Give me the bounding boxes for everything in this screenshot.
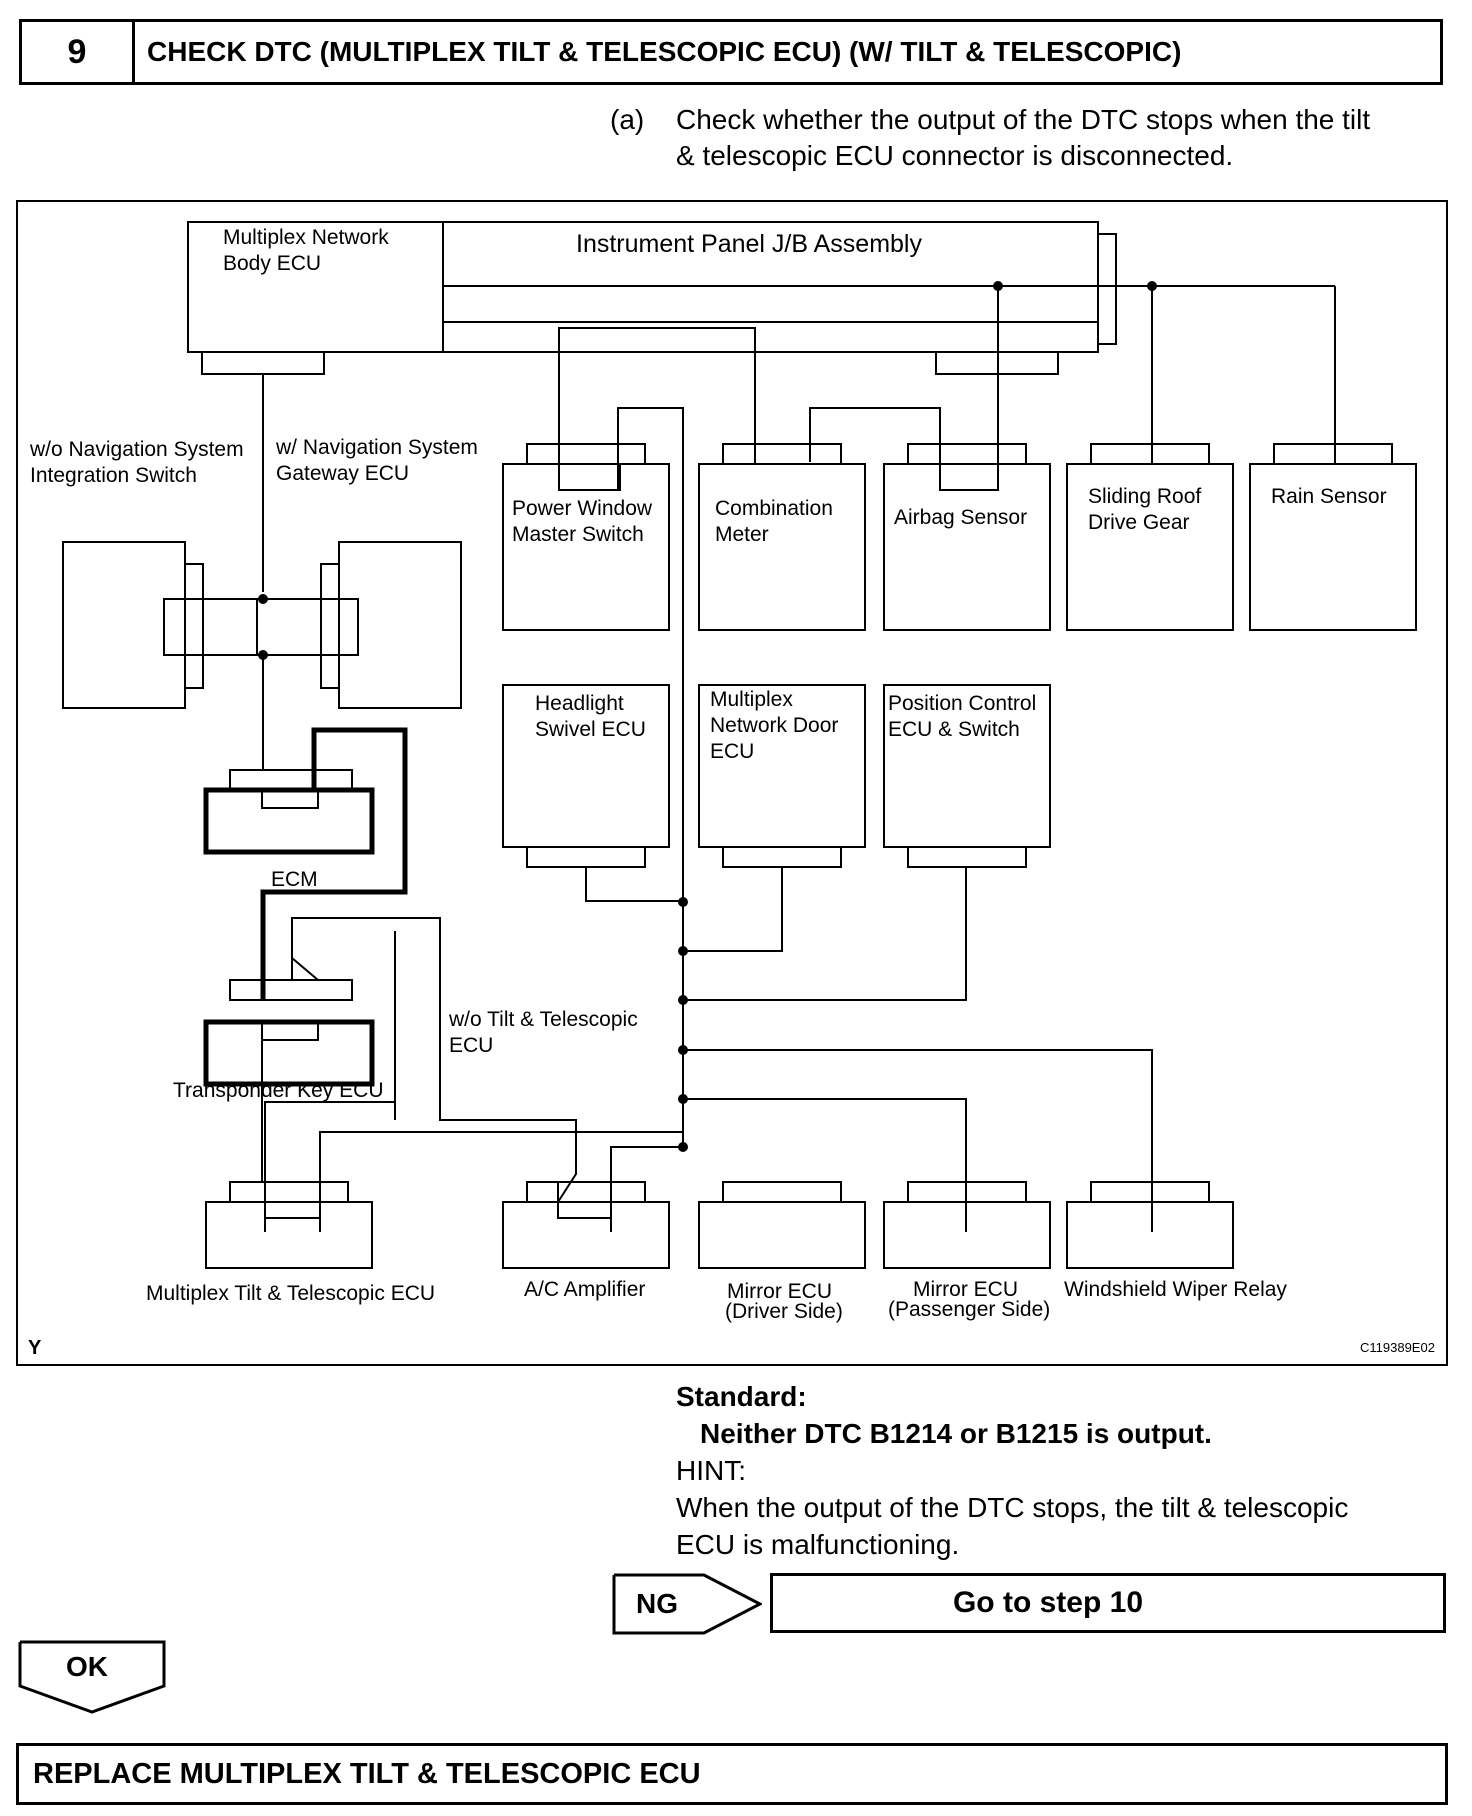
goto-step-label: Go to step 10 [952,1586,1144,1619]
transponder-label: Transponder Key ECU [173,1079,383,1102]
ecm-block [203,769,375,855]
mirror-pass-label-1: Mirror ECU [913,1278,1018,1301]
body-ecu-label-1: Multiplex Network [223,226,389,249]
wiring-diagram-svg: Multiplex Network Body ECU Instrument Pa… [28,221,1435,1359]
combination-label-2: Meter [715,523,769,546]
power-window-label-2: Master Switch [512,523,644,546]
mirror-ecu-driver [698,1181,866,1269]
w-nav-label-1: w/ Navigation System [275,436,478,459]
instruction-line-2: & telescopic ECU connector is disconnect… [676,140,1234,171]
ng-arrow-shape: NG [612,1573,764,1635]
body-ecu-label-2: Body ECU [223,252,321,275]
mirror-driver-label-1: Mirror ECU [727,1280,832,1303]
airbag-sensor [883,443,1051,631]
door-ecu-label-1: Multiplex [710,688,793,711]
headlight-label-1: Headlight [535,692,624,715]
step-title: CHECK DTC (MULTIPLEX TILT & TELESCOPIC E… [147,36,1182,67]
ok-arrow[interactable]: OK [18,1640,166,1714]
wo-tilt-label-1: w/o Tilt & Telescopic [448,1008,638,1031]
hint-label: HINT: [676,1455,746,1486]
sliding-roof-label-2: Drive Gear [1088,511,1190,534]
step-header: 9 CHECK DTC (MULTIPLEX TILT & TELESCOPIC… [19,19,1443,85]
multiplex-tilt-telescopic-ecu [205,1181,373,1269]
power-window-label-1: Power Window [512,497,653,520]
airbag-label: Airbag Sensor [894,506,1027,529]
headlight-label-2: Swivel ECU [535,718,646,741]
step-number: 9 [22,22,135,82]
tilt-ecu-label: Multiplex Tilt & Telescopic ECU [146,1282,435,1305]
mirror-pass-label-2: (Passenger Side) [888,1298,1050,1321]
w-nav-gateway-ecu [256,541,462,709]
w-nav-label-2: Gateway ECU [276,462,409,485]
sliding-roof-drive-gear [1066,443,1234,631]
combination-label-1: Combination [715,497,833,520]
wo-nav-label-1: w/o Navigation System [29,438,244,461]
instruction-label: (a) [610,104,645,135]
goto-step-box[interactable]: Go to step 10 [770,1573,1446,1633]
wo-nav-label-2: Integration Switch [30,464,197,487]
wiring-diagram: Multiplex Network Body ECU Instrument Pa… [16,200,1448,1366]
rain-sensor-label: Rain Sensor [1271,485,1387,508]
transponder-key-ecu-block [203,979,375,1087]
standard-value: Neither DTC B1214 or B1215 is output. [700,1418,1212,1449]
ok-arrow-shape: OK [18,1640,166,1714]
mirror-ecu-passenger [883,1181,1051,1269]
door-ecu-label-2: Network Door [710,714,838,737]
standard-section: Standard: Neither DTC B1214 or B1215 is … [676,1378,1436,1563]
combination-meter [698,443,866,631]
ecm-label: ECM [271,868,318,891]
rain-sensor [1249,443,1417,631]
figure-code: C119389E02 [1360,1340,1435,1355]
ng-label: NG [636,1588,678,1619]
instruction: (a) Check whether the output of the DTC … [610,102,1450,174]
ok-label: OK [66,1651,108,1682]
ng-arrow[interactable]: NG [612,1573,764,1635]
multiplex-door-ecu [698,684,866,868]
instruction-line-1: Check whether the output of the DTC stop… [676,104,1371,135]
hint-line-2: ECU is malfunctioning. [676,1529,960,1560]
sliding-roof-label-1: Sliding Roof [1088,485,1201,508]
position-label-2: ECU & Switch [888,718,1020,741]
wo-nav-integration-switch [62,541,258,709]
corner-letter: Y [28,1337,42,1359]
jb-assembly-label: Instrument Panel J/B Assembly [576,230,922,258]
ac-amp-label: A/C Amplifier [524,1278,645,1301]
position-label-1: Position Control [888,692,1036,715]
final-action-box: REPLACE MULTIPLEX TILT & TELESCOPIC ECU [16,1743,1448,1805]
mirror-driver-label-2: (Driver Side) [725,1300,843,1323]
ac-amplifier [502,1181,670,1269]
door-ecu-label-3: ECU [710,740,754,763]
standard-label: Standard: [676,1381,807,1412]
wo-tilt-label-2: ECU [449,1034,493,1057]
wiper-relay-label: Windshield Wiper Relay [1064,1278,1287,1301]
hint-line-1: When the output of the DTC stops, the ti… [676,1492,1349,1523]
windshield-wiper-relay [1066,1181,1234,1269]
